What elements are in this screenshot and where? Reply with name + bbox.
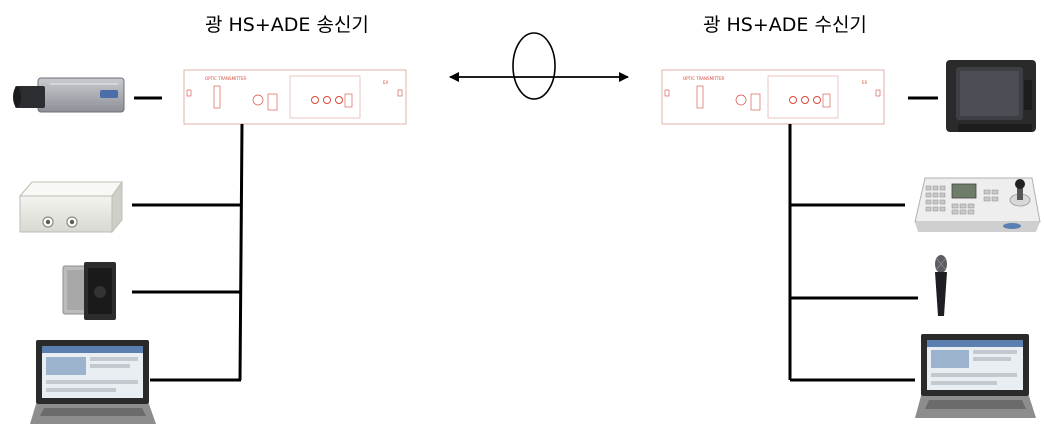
- ptz-keyboard-controller-icon: [914, 177, 1041, 232]
- cctv-camera-icon: [13, 77, 125, 113]
- crt-monitor-icon: [946, 60, 1036, 132]
- enclosure-box-icon: [18, 180, 123, 234]
- transmitter-title: 광 HS+ADE 송신기: [205, 14, 369, 36]
- receiver-wiring: [788, 96, 938, 382]
- receiver-title: 광 HS+ADE 수신기: [703, 14, 867, 36]
- fiber-link: [449, 32, 629, 100]
- transmitter-panel-model: EX: [383, 80, 389, 85]
- fiber-ellipse: [512, 32, 556, 100]
- receiver-panel: OPTIC TRANSMITTER EX: [661, 69, 885, 125]
- transmitter-panel-label: OPTIC TRANSMITTER: [205, 76, 247, 81]
- receiver-laptop-icon: [915, 334, 1036, 418]
- speaker-icon: [62, 262, 116, 320]
- microphone-icon: [935, 255, 947, 316]
- transmitter-wiring: [132, 96, 244, 382]
- receiver-panel-label: OPTIC TRANSMITTER: [683, 76, 725, 81]
- transmitter-bus-line: [238, 123, 244, 381]
- laptop-icon: [30, 340, 156, 424]
- transmitter-panel: OPTIC TRANSMITTER EX: [183, 69, 407, 125]
- receiver-panel-model: EX: [862, 80, 868, 85]
